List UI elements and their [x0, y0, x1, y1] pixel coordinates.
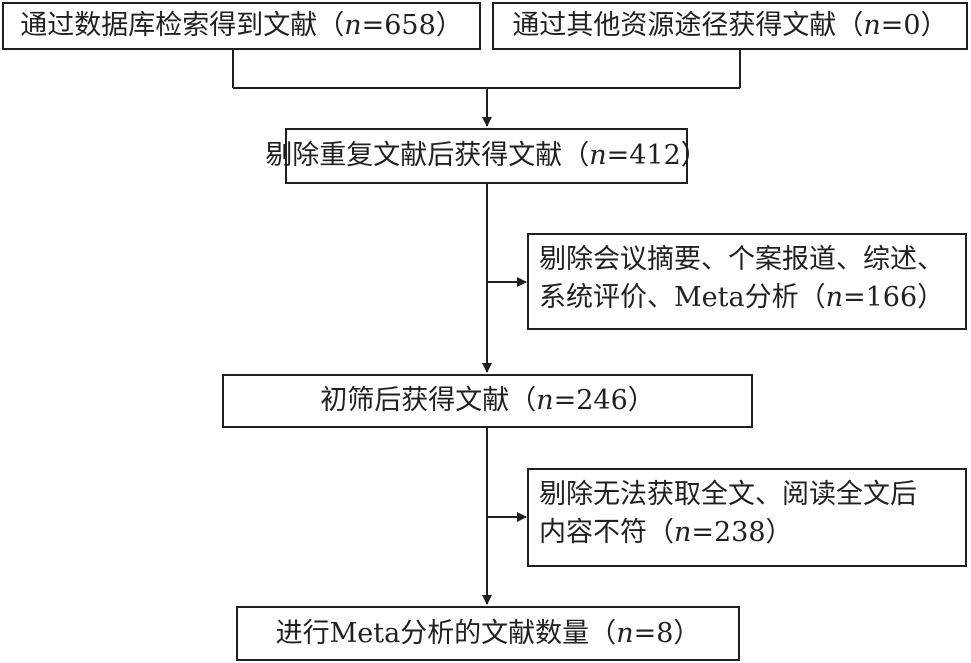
final-included-text: 进行Meta分析的文献数量（n=8）	[275, 617, 701, 649]
final-included-box: 进行Meta分析的文献数量（n=8）	[236, 606, 740, 661]
exclusion-2-line-1: 剔除无法获取全文、阅读全文后	[539, 479, 917, 510]
after-dedup-text: 剔除重复文献后获得文献（n=412）	[265, 140, 708, 171]
exclusion-1-line-2: 系统评价、Meta分析（n=166）	[539, 282, 945, 313]
exclusion-box-1: 剔除会议摘要、个案报道、综述、 系统评价、Meta分析（n=166）	[527, 233, 967, 330]
after-dedup-box: 剔除重复文献后获得文献（n=412）	[265, 128, 708, 184]
other-sources-text: 通过其他资源途径获得文献（n=0）	[512, 10, 948, 41]
exclusion-box-2: 剔除无法获取全文、阅读全文后 内容不符（n=238）	[527, 468, 967, 567]
exclusion-2-line-2: 内容不符（n=238）	[539, 517, 793, 548]
other-sources-box: 通过其他资源途径获得文献（n=0）	[492, 2, 968, 50]
initial-screening-text: 初筛后获得文献（n=246）	[320, 385, 655, 416]
initial-screening-box: 初筛后获得文献（n=246）	[222, 374, 753, 428]
database-search-text: 通过数据库检索得到文献（n=658）	[20, 10, 463, 41]
exclusion-1-line-1: 剔除会议摘要、个案报道、综述、	[539, 244, 944, 275]
database-search-box: 通过数据库检索得到文献（n=658）	[2, 2, 481, 50]
